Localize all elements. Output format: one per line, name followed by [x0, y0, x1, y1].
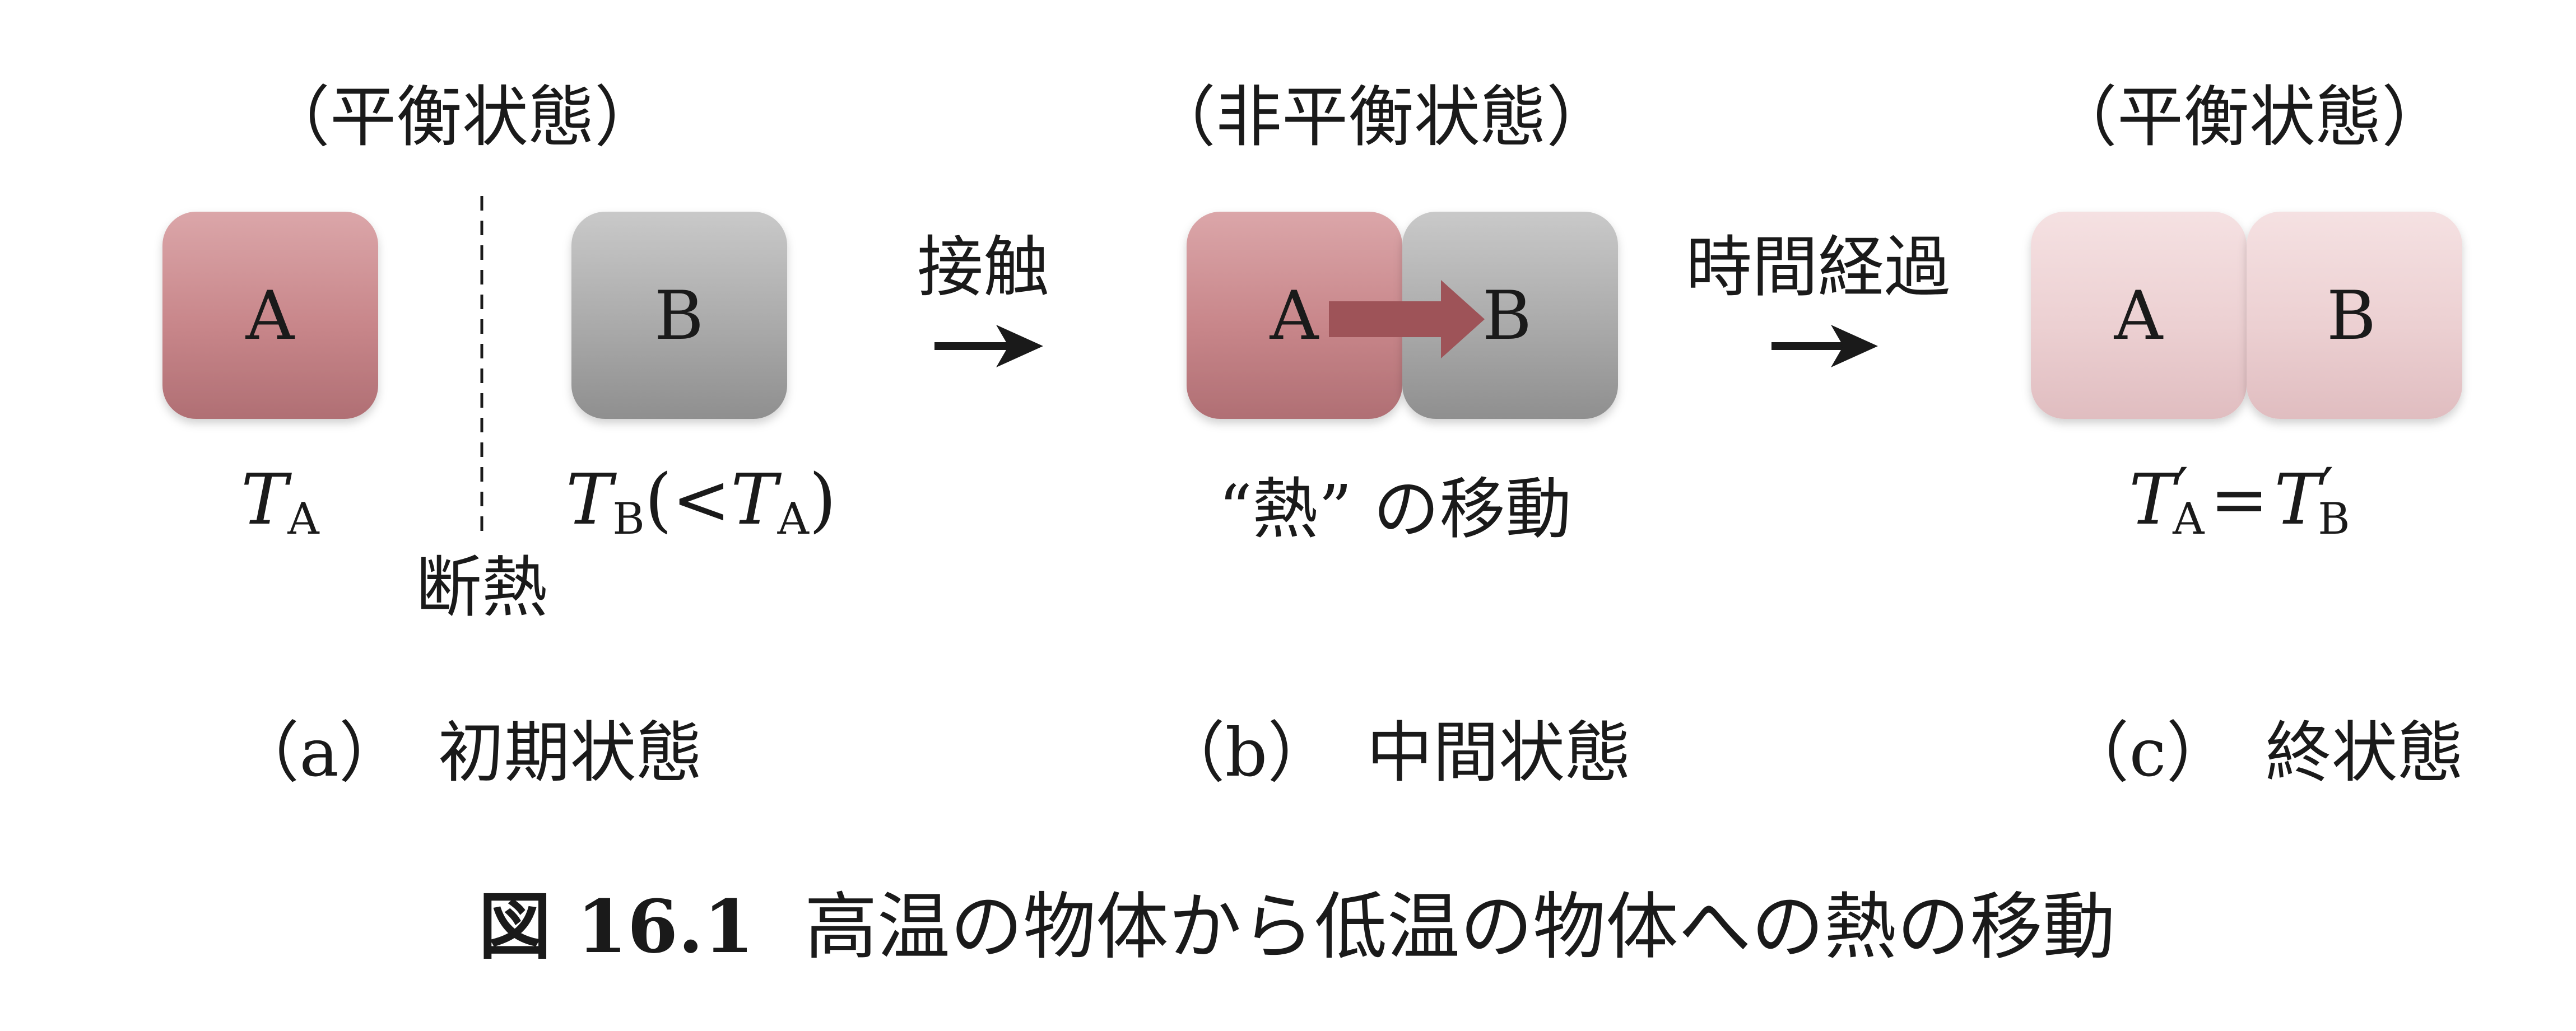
transition-time: 時間経過	[1686, 228, 1950, 367]
panel-c-box-b: B	[2247, 212, 2462, 419]
temperature-b-subscript: B	[612, 494, 644, 544]
panel-c-state-label: （平衡状態）	[2051, 78, 2448, 156]
equilibrium-equation: T′A=T′B	[2129, 456, 2350, 544]
equation-right-prime: ′	[2321, 456, 2334, 521]
panel-a-box-a: A	[162, 212, 378, 419]
panel-b-box-b	[1402, 212, 1618, 419]
panel-c-caption: （c） 終状態	[2063, 714, 2463, 791]
transition-contact-label: 接触	[917, 228, 1049, 306]
temperature-b-ref-subscript: A	[777, 494, 810, 544]
panel-b-box-a	[1187, 212, 1402, 419]
temperature-a-subscript: A	[287, 494, 320, 544]
panel-b-state-label: （非平衡状態）	[1150, 78, 1612, 156]
temperature-b-less-than: <	[672, 459, 731, 540]
figure-caption-text: 高温の物体から低温の物体への熱の移動	[805, 884, 2115, 969]
panel-b: （非平衡状態） A B “熱” の移動	[1150, 78, 1618, 548]
temperature-b-paren-close: )	[809, 459, 836, 540]
panel-b-caption: （b） 中間状態	[1159, 714, 1631, 791]
panel-b-box-a-label: A	[1270, 277, 1319, 355]
adiabatic-label: 断熱	[416, 549, 548, 626]
panel-a: （平衡状態） A B TA TB(<TA) 断熱	[162, 78, 836, 626]
transition-time-label: 時間経過	[1686, 228, 1950, 306]
equation-right-subscript: B	[2318, 494, 2350, 544]
temperature-a: TA	[241, 459, 320, 544]
equation-right-symbol: T	[2274, 459, 2325, 540]
panel-c: （平衡状態） A B T′A=T′B	[2031, 78, 2462, 544]
heat-flow-arrow-icon	[1329, 280, 1485, 358]
right-arrow-icon	[934, 325, 1043, 367]
panel-c-box-a-label: A	[2114, 277, 2164, 355]
temperature-b-ref-symbol: T	[731, 459, 782, 540]
panel-b-box-b-label: B	[1482, 277, 1532, 355]
figure-caption: 図 16.1 高温の物体から低温の物体への熱の移動	[478, 884, 2115, 969]
temperature-b: TB(<TA)	[566, 459, 836, 544]
panel-a-caption: （a） 初期状態	[233, 714, 702, 791]
panel-c-box-a: A	[2031, 212, 2247, 419]
panel-a-state-label: （平衡状態）	[264, 78, 661, 156]
equation-left-subscript: A	[2172, 494, 2205, 544]
temperature-b-symbol: T	[566, 459, 617, 540]
panel-a-box-b-label: B	[654, 277, 704, 355]
equation-left-prime: ′	[2175, 456, 2188, 521]
equation-left-symbol: T	[2129, 459, 2180, 540]
panel-a-box-b: B	[571, 212, 787, 419]
temperature-b-paren-open: (	[645, 459, 672, 540]
right-arrow-icon	[1771, 325, 1878, 367]
temperature-a-symbol: T	[241, 459, 292, 540]
transition-contact: 接触	[917, 228, 1049, 367]
heat-transfer-note: “熱” の移動	[1219, 470, 1571, 548]
figure-number: 図 16.1	[478, 884, 754, 969]
panel-a-box-a-label: A	[245, 277, 295, 355]
equation-equals: =	[2210, 459, 2268, 540]
panel-c-box-b-label: B	[2327, 277, 2376, 355]
